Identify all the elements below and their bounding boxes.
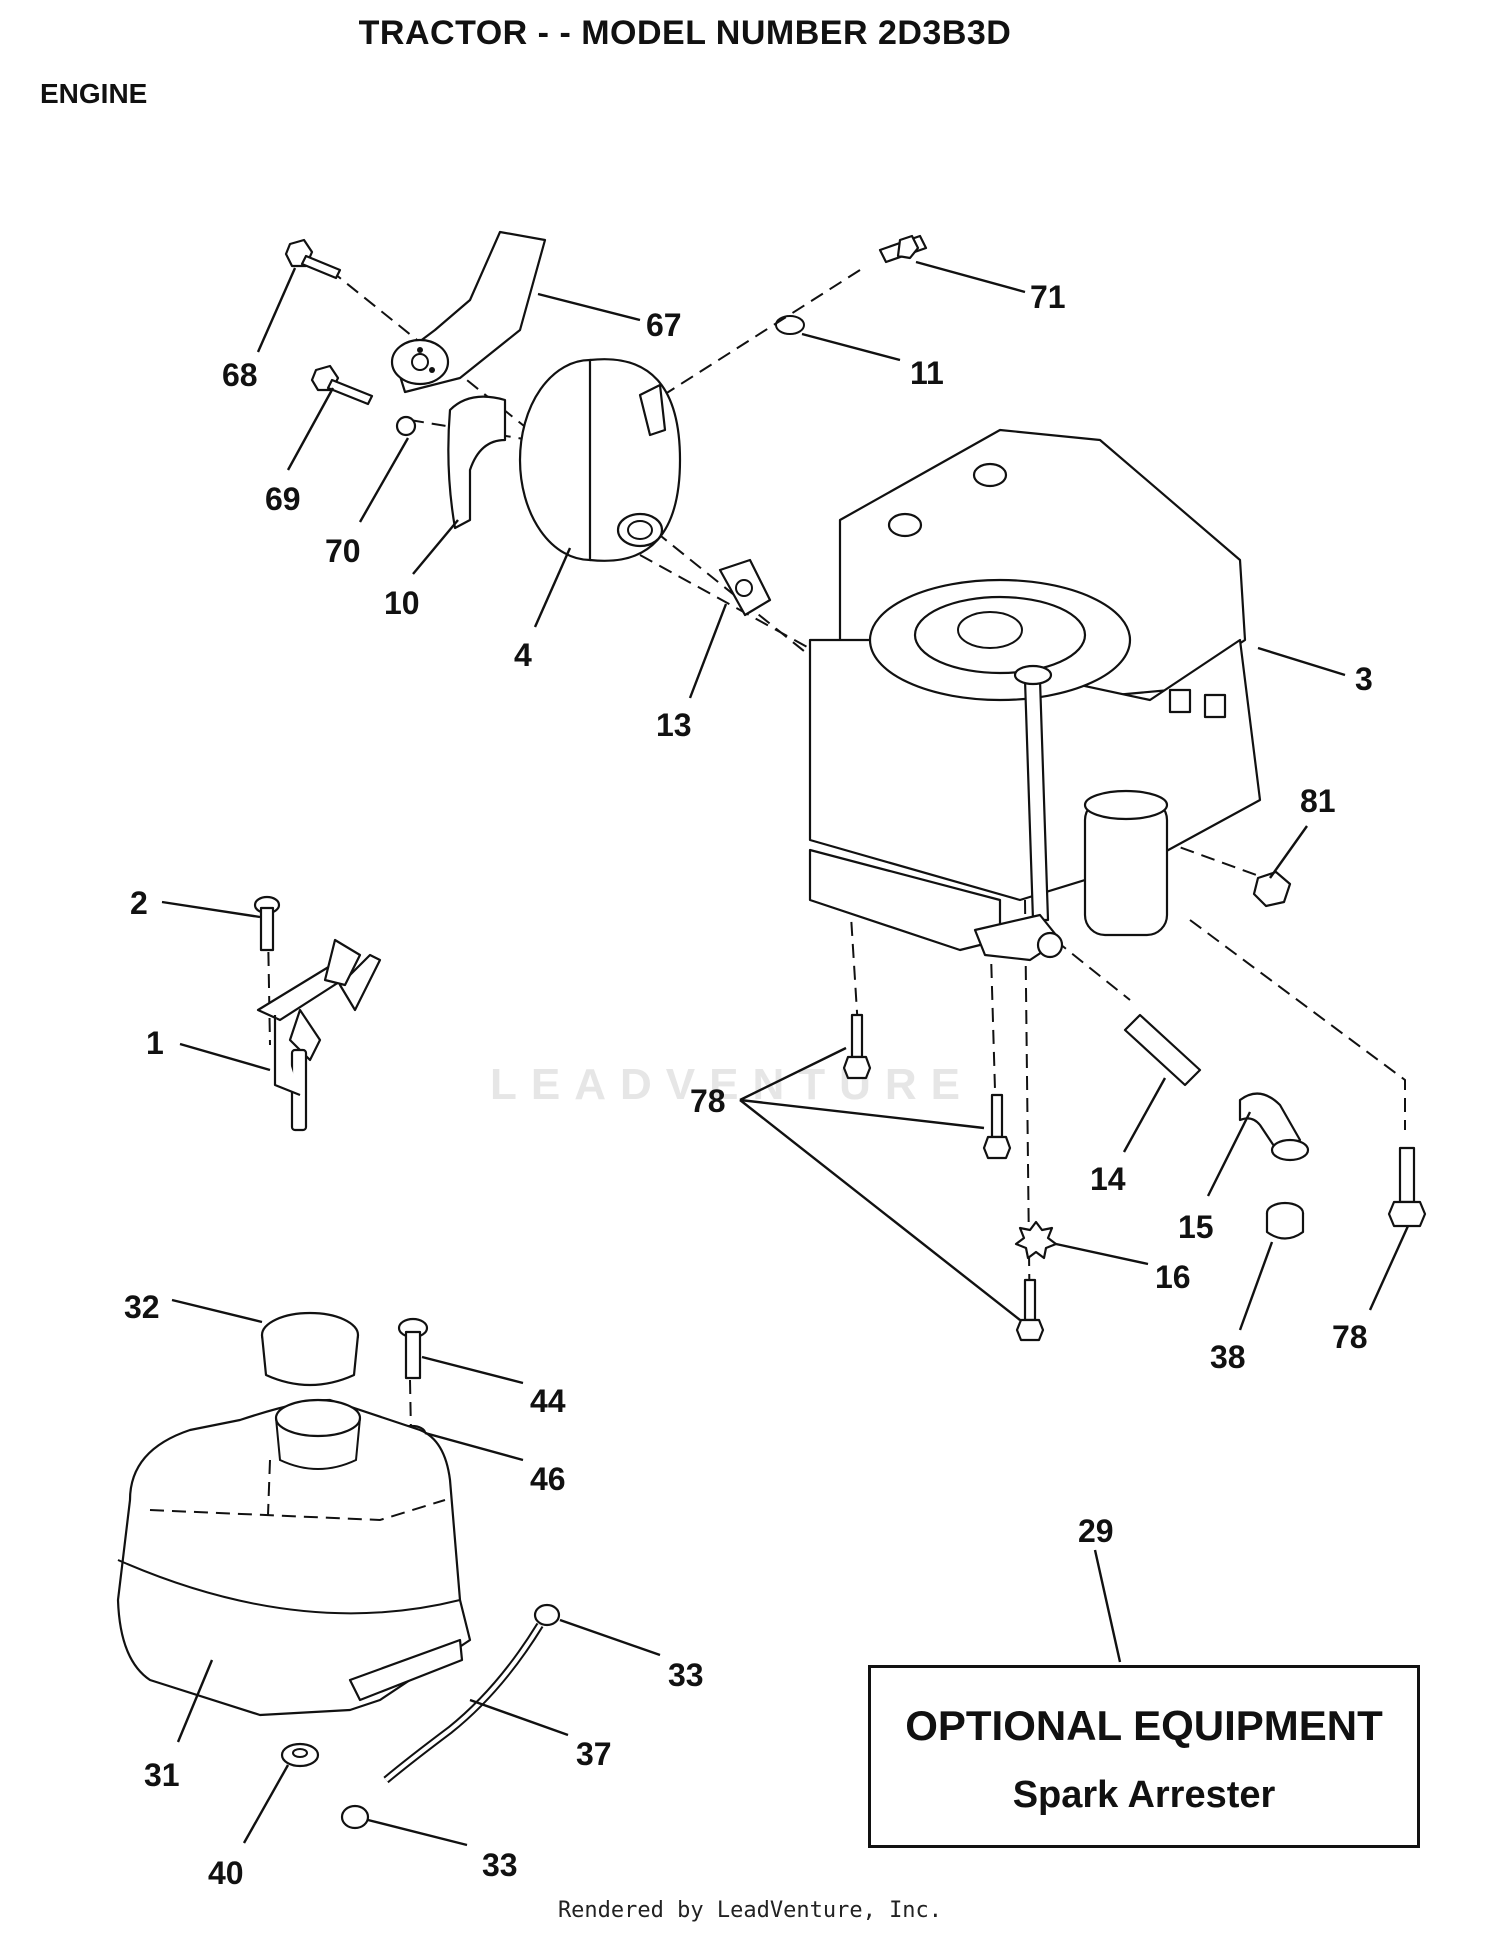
callout-3: 3 (1355, 661, 1373, 697)
callout-37: 37 (576, 1736, 612, 1772)
screw-44 (397, 1317, 429, 1380)
hose-clamp (340, 1804, 370, 1830)
footer-credit: Rendered by LeadVenture, Inc. (557, 1898, 943, 1923)
callout-68: 68 (222, 357, 258, 393)
nut-81 (1252, 870, 1292, 908)
callout-4: 4 (514, 637, 532, 673)
callout-38: 38 (1210, 1339, 1246, 1375)
callout-70: 70 (325, 533, 361, 569)
assembly-lines (267, 269, 1406, 1651)
optional-equipment-box: OPTIONAL EQUIPMENT Spark Arrester (868, 1665, 1420, 1848)
hose-clamp (533, 1603, 561, 1627)
callout-33: 33 (668, 1657, 704, 1693)
lock-washer-11 (775, 315, 805, 335)
callout-33: 33 (482, 1847, 518, 1883)
fuel-line-inner (384, 1623, 542, 1782)
callout-44: 44 (530, 1383, 566, 1419)
watermark: LEADVENTURE (490, 1060, 975, 1109)
callout-13: 13 (656, 707, 692, 743)
callout-labels: 68 67 71 11 69 70 10 4 13 3 81 2 1 78 14… (124, 279, 1373, 1891)
callout-71: 71 (1030, 279, 1066, 315)
callout-32: 32 (124, 1289, 160, 1325)
bolt-78 (1387, 1146, 1427, 1228)
heat-shield (447, 395, 507, 530)
bolt-78 (982, 1093, 1012, 1160)
fuel-tank (116, 1398, 472, 1717)
callout-15: 15 (1178, 1209, 1214, 1245)
callout-67: 67 (646, 307, 682, 343)
callout-40: 40 (208, 1855, 244, 1891)
callout-78: 78 (1332, 1319, 1368, 1355)
callout-2: 2 (130, 885, 148, 921)
nut-38 (1265, 1201, 1305, 1240)
callout-29: 29 (1078, 1513, 1114, 1549)
bolt-78 (1015, 1278, 1045, 1342)
muffler (518, 358, 682, 562)
bolt-69 (310, 364, 374, 406)
bolt-68 (284, 238, 342, 280)
grommet (280, 1742, 320, 1768)
gasket (718, 558, 772, 617)
muffler-guard (390, 230, 547, 394)
callout-11: 11 (910, 355, 944, 391)
optional-equipment-title: OPTIONAL EQUIPMENT (905, 1702, 1383, 1749)
callout-78: 78 (690, 1083, 726, 1119)
page-title: TRACTOR - - MODEL NUMBER 2D3B3D (358, 14, 1012, 52)
leader-lines (161, 260, 1410, 1847)
callout-16: 16 (1155, 1259, 1191, 1295)
callout-46: 46 (530, 1461, 566, 1497)
callout-10: 10 (384, 585, 420, 621)
star-washer-16 (1014, 1220, 1058, 1260)
fuel-cap (260, 1311, 360, 1387)
pipe-nipple (1123, 1013, 1202, 1087)
engine (808, 428, 1262, 962)
callout-69: 69 (265, 481, 301, 517)
callout-31: 31 (144, 1757, 180, 1793)
screw-2 (253, 895, 281, 952)
throttle-control (256, 938, 382, 1132)
callout-14: 14 (1090, 1161, 1126, 1197)
bolt-71 (878, 234, 928, 264)
bolt-78 (842, 1013, 872, 1080)
elbow-fitting (1238, 1092, 1310, 1162)
optional-equipment-item: Spark Arrester (1012, 1774, 1276, 1816)
callout-1: 1 (146, 1025, 164, 1061)
washer-70 (395, 415, 417, 437)
section-title: ENGINE (40, 78, 148, 109)
callout-81: 81 (1300, 783, 1336, 819)
